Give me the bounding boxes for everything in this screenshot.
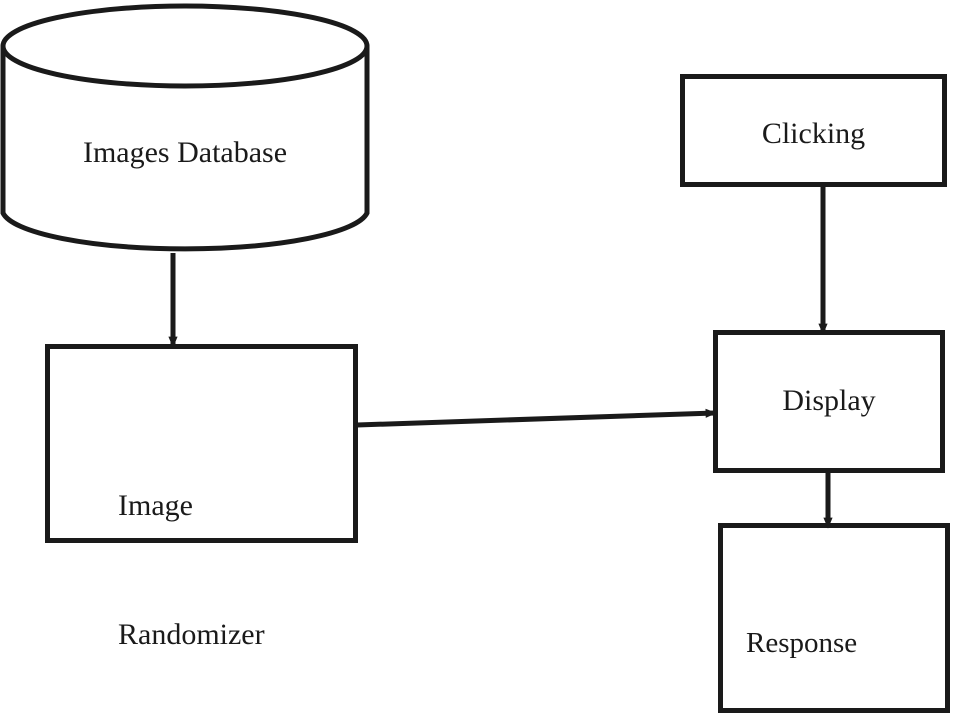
cylinder-body [0, 43, 370, 252]
node-response-checker-matcher [718, 523, 950, 713]
node-clicking [680, 74, 947, 187]
node-images-database [0, 3, 370, 252]
cylinder-top-ellipse [0, 3, 370, 89]
node-display [713, 330, 945, 473]
edge-randomizer-to-display [356, 408, 717, 428]
node-image-randomizer [45, 344, 358, 543]
